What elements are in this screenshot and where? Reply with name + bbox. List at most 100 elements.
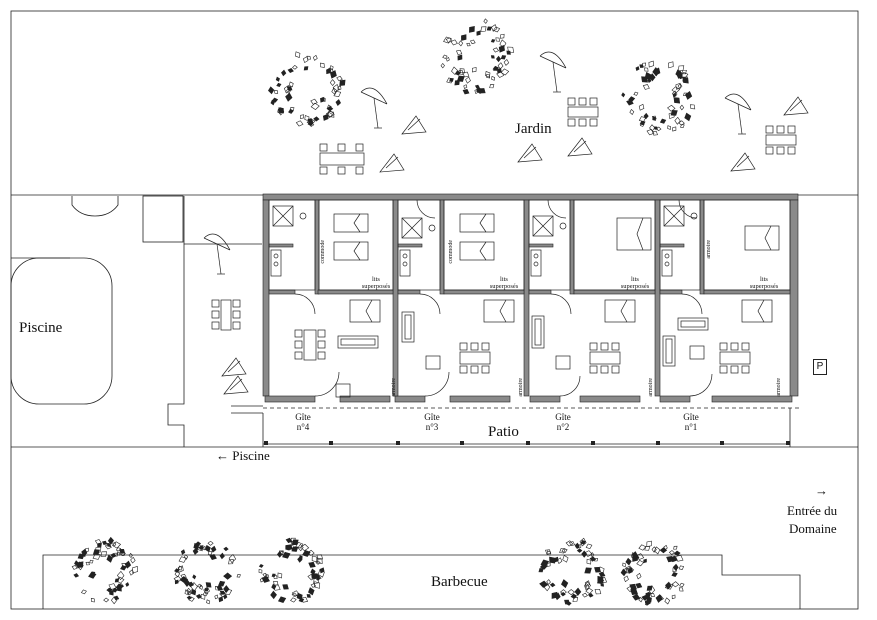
dining-table-icon [765,125,797,155]
leaf-mark [459,68,465,74]
armoire-label-3: armoire [391,378,397,397]
leaf-mark [288,81,294,88]
leaf-mark [585,543,593,549]
hob-ring [664,261,670,267]
leaf-mark [174,570,181,578]
piscine-label: Piscine [19,320,63,336]
leaf-mark [629,583,637,590]
bed-icon [333,241,369,261]
chair [589,97,598,106]
leaf-mark [177,565,184,573]
deckchair-shape [567,137,593,157]
leaf-mark [476,30,481,36]
leaf-mark [186,595,192,600]
leaf-mark [480,26,487,32]
table-top [589,351,621,365]
leaf-mark [73,573,80,578]
leaf-mark [646,585,653,591]
leaf-mark [678,120,685,126]
leaf-mark [631,551,639,560]
leaf-mark [103,597,110,603]
hob-ring [664,253,670,259]
leaf-mark [581,550,588,558]
leaf-mark [465,76,471,84]
leaf-mark [236,574,241,578]
leaf-mark [569,541,576,547]
deckchair-icon [730,152,756,172]
leaf-mark [664,582,674,590]
leaf-mark [195,541,202,547]
lits-label-1: lits superposés [746,276,782,290]
leaf-mark [579,537,587,547]
leaf-mark [650,593,655,597]
leaf-mark [638,103,645,111]
deckchair-icon [783,96,809,116]
dining-table-icon [567,97,599,127]
parasol-icon [724,93,752,135]
leaf-mark [303,66,309,71]
leaf-mark [636,560,645,567]
chair [611,365,620,374]
leaf-mark [277,107,285,116]
kitchenette-unit [530,249,542,277]
leaf-mark [315,560,321,565]
leaf-mark [295,120,304,127]
leaf-mark [652,116,656,121]
chair [730,365,739,374]
leaf-mark [620,568,627,577]
parasol-pole [373,97,379,129]
parking-sign: P [813,359,827,375]
leaf-mark [485,71,491,78]
bed-icon [333,213,369,233]
chair [355,166,364,175]
gite-1-label: Gîte n°1 [676,412,706,432]
leaf-mark [560,591,566,597]
leaf-mark [675,82,682,90]
bed-fold [479,213,487,233]
chair [294,329,303,338]
leaf-mark [273,575,278,579]
leaf-mark [576,548,583,553]
leaf-mark [265,574,270,578]
leaf-mark [646,596,652,603]
leaf-mark [689,104,696,110]
gite-4-label: Gîte n°4 [288,412,318,432]
leaf-mark [469,26,475,33]
leaf-mark [538,568,544,573]
leaf-mark [112,541,117,547]
leaf-mark [207,551,213,555]
leaf-mark [332,84,340,93]
bed-fold [757,299,765,323]
parasol-icon [539,51,567,93]
bed-frame [483,299,515,323]
deckchair-icon [567,137,593,157]
gite-4-line1: Gîte [295,412,311,422]
leaf-mark [574,587,582,596]
deckchair-icon [223,375,249,395]
leaf-mark [625,565,632,573]
chair [787,125,796,134]
leaf-mark [667,125,671,130]
leaf-mark [128,552,133,559]
leaf-mark [115,583,124,591]
leaf-mark [649,124,656,132]
leaf-mark [638,116,647,123]
table-top [567,106,599,118]
leaf-mark [672,563,679,571]
leaf-mark [178,556,187,563]
gite-2-label: Gîte n°2 [548,412,578,432]
leaf-mark [205,582,212,588]
leaf-mark [291,539,299,546]
leaf-mark [97,543,101,548]
chair [611,342,620,351]
leaf-mark [106,554,113,563]
leaf-mark [325,111,334,118]
chair [481,365,490,374]
leaf-mark [564,599,570,605]
leaf-mark [642,84,650,90]
armoire-label-2: armoire [518,378,524,397]
leaf-mark [316,554,324,560]
chair [578,97,587,106]
leaf-mark [290,597,297,603]
table-top [719,351,751,365]
